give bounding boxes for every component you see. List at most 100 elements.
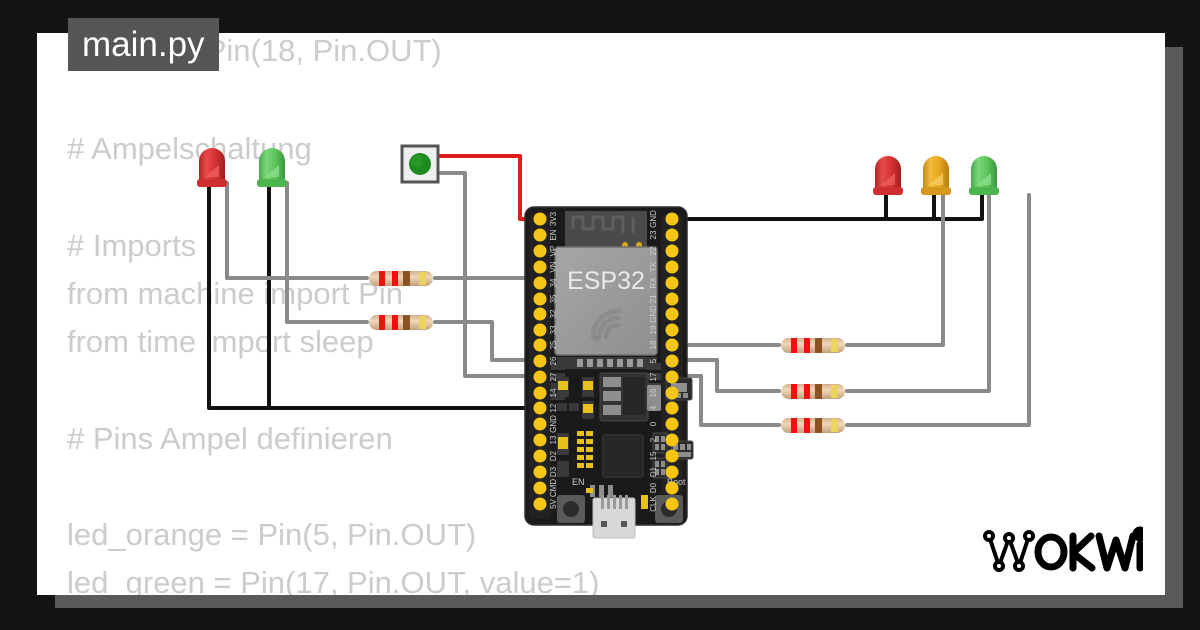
board-pins-right[interactable] bbox=[665, 212, 679, 511]
led-left-red[interactable] bbox=[197, 148, 227, 187]
pad-0 bbox=[665, 417, 679, 431]
pin-label-right-5: 21 bbox=[649, 294, 658, 303]
wire-res-to-led-green bbox=[845, 193, 1031, 427]
pin-label-right-13: 0 bbox=[649, 421, 658, 426]
pad-d1 bbox=[665, 465, 679, 479]
pin-label-right-3: TX bbox=[649, 261, 658, 272]
pin-label-left-9: 26 bbox=[549, 356, 558, 365]
led-right-orange[interactable] bbox=[921, 156, 951, 195]
resistor-right-1 bbox=[781, 338, 845, 353]
pin-label-left-5: 35 bbox=[549, 294, 558, 303]
wire-gnd-right-bus bbox=[675, 191, 984, 221]
wire-gnd-left-red bbox=[207, 183, 538, 410]
pad-32 bbox=[533, 307, 547, 321]
pin-label-right-4: RX bbox=[649, 277, 658, 289]
pad-33 bbox=[533, 323, 547, 337]
pad-35 bbox=[533, 292, 547, 306]
pad-4 bbox=[665, 401, 679, 415]
pad-3v3 bbox=[533, 212, 547, 226]
pin-label-left-2: VP bbox=[549, 246, 558, 257]
pin-label-right-1: 23 bbox=[649, 230, 658, 239]
wokwi-logo-letters bbox=[1034, 526, 1148, 572]
wire-pin17-to-res bbox=[675, 374, 781, 427]
pad-19 bbox=[665, 323, 679, 337]
resistor-right-2 bbox=[781, 384, 845, 399]
wokwi-logo-w-nodes bbox=[983, 530, 1035, 572]
pin-label-left-18: 5V bbox=[549, 498, 558, 508]
wire-pin5-to-res bbox=[675, 358, 781, 393]
led-left-green[interactable] bbox=[257, 148, 287, 187]
pin-label-left-15: D2 bbox=[549, 450, 558, 461]
board-pins-left[interactable] bbox=[533, 212, 547, 511]
pin-label-right-16: D1 bbox=[649, 466, 658, 477]
pin-label-right-15: 15 bbox=[649, 451, 658, 460]
enable-button[interactable] bbox=[557, 495, 585, 523]
pad-16 bbox=[665, 386, 679, 400]
resistor-right-3 bbox=[781, 418, 845, 433]
pad-5 bbox=[665, 354, 679, 368]
pad-en bbox=[533, 228, 547, 242]
wire-left-green-anode bbox=[285, 181, 369, 324]
pad-gnd-left bbox=[533, 417, 547, 431]
pad-21 bbox=[665, 292, 679, 306]
pushbutton-green[interactable] bbox=[400, 144, 440, 184]
wire-res-to-led-orange bbox=[845, 193, 991, 393]
micro-usb-connector bbox=[592, 495, 636, 539]
esp32-board[interactable]: ESP32 bbox=[524, 206, 694, 539]
pad-22 bbox=[665, 244, 679, 258]
pin-label-left-17: CMD bbox=[549, 479, 558, 497]
pin-label-left-8: 25 bbox=[549, 340, 558, 349]
pad-vp bbox=[533, 244, 547, 258]
wokwi-logo bbox=[983, 522, 1148, 579]
pad-clk bbox=[665, 497, 679, 511]
resistor-group[interactable] bbox=[369, 271, 845, 433]
wire-res-to-led-red bbox=[845, 193, 945, 347]
pin-label-left-14: 13 bbox=[549, 435, 558, 444]
pin-label-right-2: 22 bbox=[649, 246, 658, 255]
circuit-svg: ESP32 bbox=[197, 144, 1031, 539]
pad-5v bbox=[533, 497, 547, 511]
resistor-left-2 bbox=[369, 315, 433, 330]
pad-27 bbox=[533, 370, 547, 384]
pad-d2 bbox=[533, 449, 547, 463]
pin-label-left-13: GND bbox=[549, 415, 558, 433]
pin-label-right-18: CLK bbox=[649, 496, 658, 512]
pin-label-right-14: 2 bbox=[649, 437, 658, 442]
pin-label-right-10: 17 bbox=[649, 372, 658, 381]
pad-34 bbox=[533, 276, 547, 290]
pad-rx bbox=[665, 276, 679, 290]
pin-label-left-16: D3 bbox=[549, 466, 558, 477]
led-right-green[interactable] bbox=[969, 156, 999, 195]
pad-12 bbox=[533, 401, 547, 415]
pin-label-right-11: 16 bbox=[649, 388, 658, 397]
pad-gnd-right bbox=[665, 212, 679, 226]
pin-label-left-0: 3V3 bbox=[549, 211, 558, 226]
resistor-left-1 bbox=[369, 271, 433, 286]
pad-25 bbox=[533, 338, 547, 352]
silkscreen-boot-label: Boot bbox=[667, 477, 686, 487]
filename-chip: main.py bbox=[68, 18, 219, 71]
pin-label-right-8: 18 bbox=[649, 340, 658, 349]
pin-label-left-10: 27 bbox=[549, 372, 558, 381]
pin-label-left-3: VN bbox=[549, 261, 558, 272]
pad-d3 bbox=[533, 465, 547, 479]
pad-23 bbox=[665, 228, 679, 242]
wire-left-red-anode bbox=[225, 181, 369, 280]
pad-15 bbox=[665, 449, 679, 463]
pad-14 bbox=[533, 386, 547, 400]
pad-tx bbox=[665, 260, 679, 274]
pad-d0 bbox=[665, 481, 679, 495]
led-right-red[interactable] bbox=[873, 156, 903, 195]
pin-label-right-12: 4 bbox=[649, 405, 658, 410]
pad-13 bbox=[533, 433, 547, 447]
pin-label-right-6: GND bbox=[649, 305, 658, 323]
wire-button-to-3v3 bbox=[432, 154, 542, 221]
wire-button-to-pin14 bbox=[432, 171, 542, 378]
board-pin-labels-left: 3V3 EN VP VN 34 35 32 33 25 26 27 14 12 … bbox=[549, 211, 558, 509]
pin-label-right-17: D0 bbox=[649, 482, 658, 493]
pin-label-right-9: 5 bbox=[649, 358, 658, 363]
silkscreen-en-label: EN bbox=[572, 477, 585, 487]
circuit-canvas[interactable]: # Ampelschaltung # Imports from machine … bbox=[37, 33, 1165, 595]
pad-26 bbox=[533, 354, 547, 368]
